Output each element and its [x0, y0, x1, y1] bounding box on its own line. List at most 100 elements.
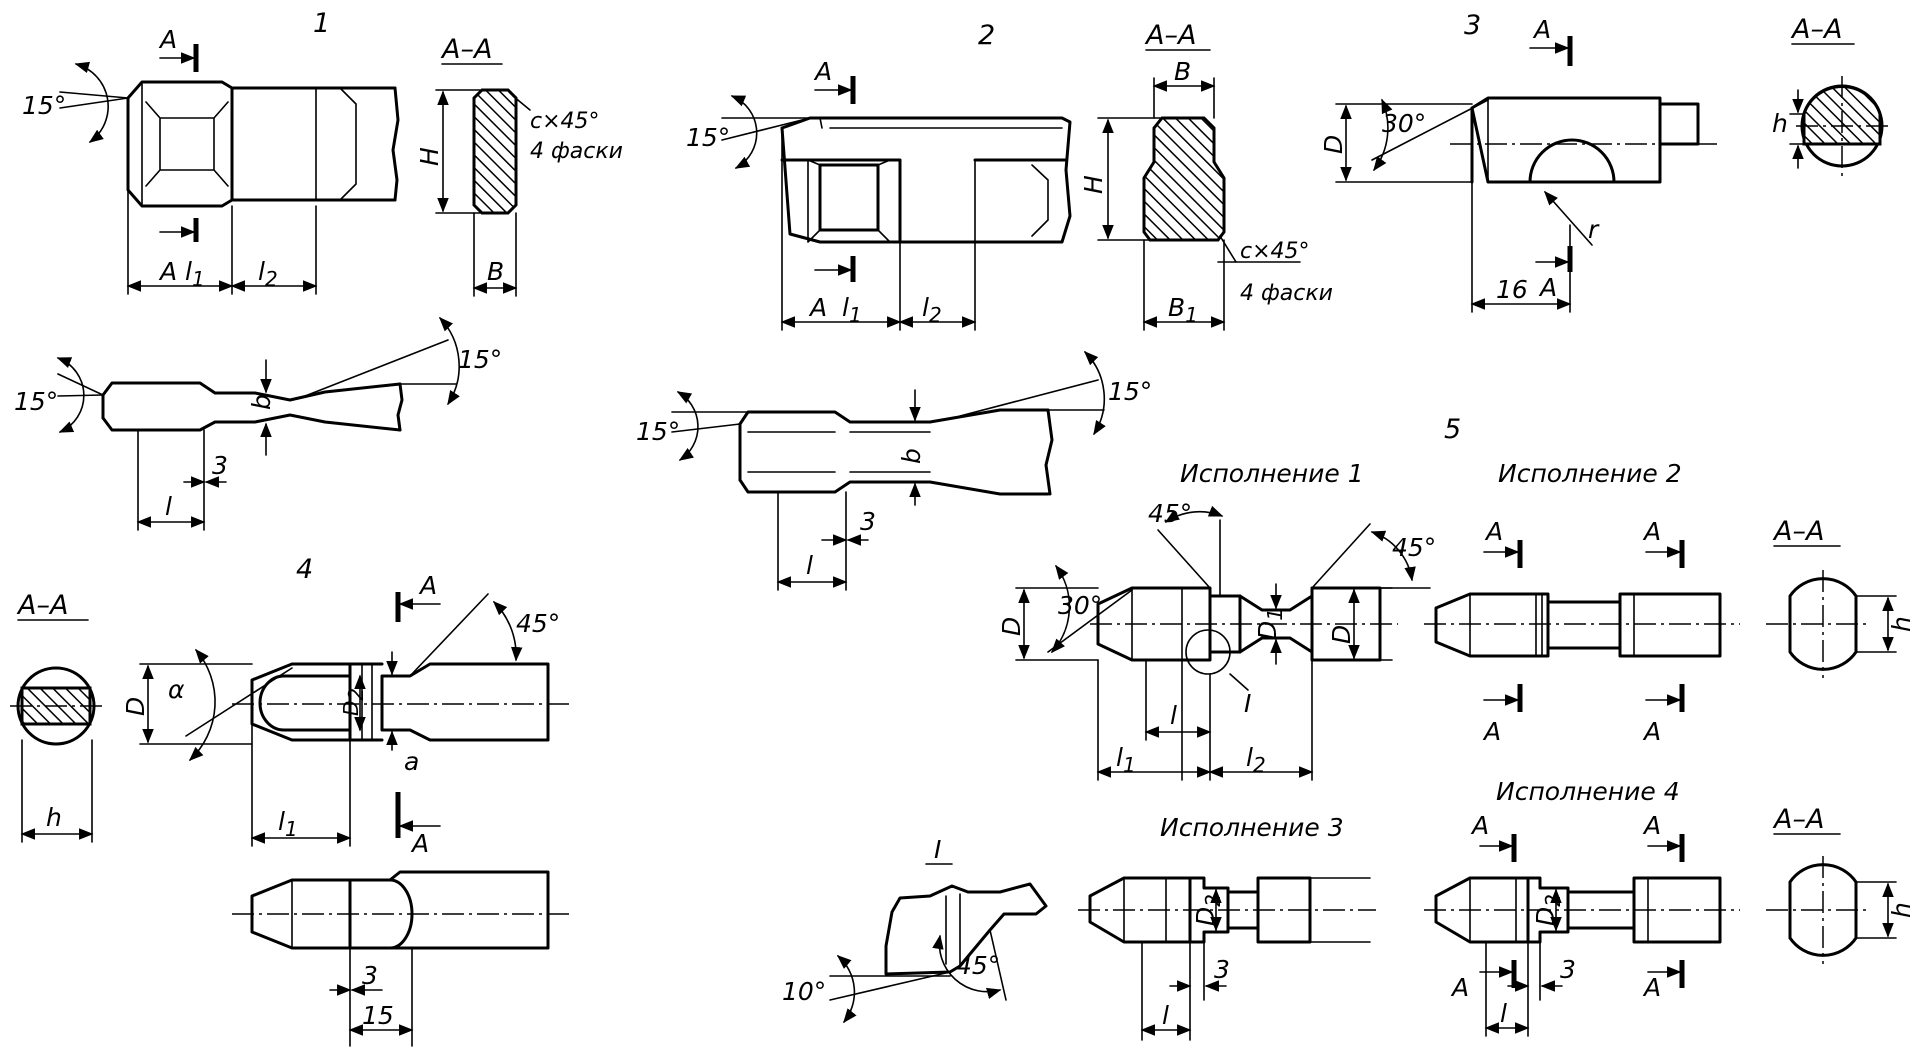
figure-3-cut-label-bottom: А	[1538, 273, 1557, 302]
figure-5-variant-1-dim-D: D	[997, 617, 1026, 636]
figure-5-section-upper-dim-h: h	[1887, 616, 1916, 632]
figure-2-chamfer-count: 4 фаски	[1240, 281, 1333, 306]
figure-5-variant-4-cut-label-1: А	[1470, 811, 1489, 840]
figure-4-side-view: 3 15	[232, 870, 570, 1047]
figure-1-cut-label-top: А	[158, 25, 177, 54]
figure-1-section: А–А H B с×45° 4 фаски	[415, 34, 623, 297]
figure-5-variant-2-cut-label-3: А	[1642, 517, 1661, 546]
figure-5-variant-4-cut-label-3: А	[1642, 811, 1661, 840]
figure-5-section-upper: А–А h	[1766, 516, 1916, 678]
figure-2: 2 l1 l2 А А 15°	[636, 20, 1333, 591]
figure-4-dim-l1: l1	[278, 807, 298, 841]
figure-3-dim-16: 16	[1496, 275, 1528, 304]
figure-5-variant-4-dim-3: 3	[1560, 955, 1576, 984]
figure-1-dim-b: b	[247, 394, 276, 410]
figure-5-variant-1-dim-D1: D1	[1253, 608, 1287, 640]
figure-5-variant-2-cut-label-1: А	[1484, 517, 1503, 546]
figure-5-variant-4-cut-label-4: А	[1642, 973, 1661, 1002]
figure-5-variant-4-title: Исполнение 4	[1496, 777, 1680, 806]
figure-4-cut-label-bottom: А	[410, 829, 429, 858]
figure-2-dim-B1: B1	[1168, 293, 1198, 327]
figure-5-section-upper-title: А–А	[1772, 516, 1824, 547]
figure-5-variant-4-cut-label-2: А	[1450, 973, 1469, 1002]
figure-2-dim-H: H	[1079, 175, 1108, 194]
figure-3-dim-r: r	[1588, 215, 1600, 244]
figure-4-dim-3: 3	[362, 961, 378, 990]
figure-5-detail-I-angle-a: 10°	[782, 977, 826, 1006]
figure-5-variant-1-dim-l1: l1	[1116, 743, 1136, 777]
figure-2-side-view: 3 l b 15° 15°	[636, 350, 1152, 591]
figure-2-top-view: l1 l2 А А 15°	[686, 57, 1072, 331]
figure-2-chamfer-note: с×45°	[1240, 239, 1310, 264]
figure-4-section: А–А h	[10, 590, 104, 843]
figure-3-dim-h: h	[1772, 109, 1788, 138]
figure-3-section: А–А h	[1772, 14, 1892, 180]
figure-1-angle-bottom-left: 15°	[14, 387, 58, 416]
figure-4-dim-D2: D2	[339, 688, 368, 716]
figure-2-cut-label-top: А	[813, 57, 832, 86]
figure-2-cut-label-bottom: А	[808, 293, 827, 322]
figure-4-cut-label-top: А	[418, 571, 437, 600]
figure-1-angle-bottom-right: 15°	[458, 345, 502, 374]
figure-4-number: 4	[296, 554, 313, 585]
figure-5-variant-1: Исполнение 1 D 30° 45° 45°	[997, 459, 1436, 781]
figure-1-chamfer-count: 4 фаски	[530, 139, 623, 164]
figure-1-dim-H: H	[415, 147, 444, 166]
figure-5-variant-3-dim-3: 3	[1214, 955, 1230, 984]
figure-5-detail-I-angle-b: 45°	[956, 951, 1000, 980]
figure-1-cut-label-bottom: А	[158, 257, 177, 286]
figure-5-variant-1-angle-left: 45°	[1148, 499, 1192, 528]
figure-5-variant-3-title: Исполнение 3	[1160, 813, 1344, 842]
figure-5-variant-3: Исполнение 3 D2 3 l	[1078, 813, 1376, 1041]
figure-1-side-view: 3 l b 15° 15°	[14, 316, 502, 531]
figure-3-dim-D: D	[1319, 135, 1348, 154]
figure-5-number: 5	[1444, 414, 1461, 445]
figure-4-angle-alpha: α	[168, 675, 185, 704]
figure-5-variant-4: Исполнение 4 D2 А А А А	[1424, 777, 1740, 1037]
figure-5-variant-1-title: Исполнение 1	[1180, 459, 1364, 488]
figure-1-chamfer-note: с×45°	[530, 109, 600, 134]
figure-3-angle-tip: 30°	[1382, 109, 1426, 138]
figure-5-detail-I: I 10° 45°	[782, 835, 1048, 1024]
figure-5-variant-2-title: Исполнение 2	[1498, 459, 1682, 488]
figure-1: 1 l1 l2 А А 15°	[14, 8, 623, 531]
figure-5-variant-2: Исполнение 2 А А А А	[1424, 459, 1740, 746]
figure-5-variant-1-detail-label: I	[1244, 689, 1251, 718]
figure-5-variant-4-dim-l: l	[1500, 999, 1507, 1028]
figure-2-dim-B: B	[1174, 57, 1191, 86]
figure-5-variant-3-dim-l: l	[1162, 1001, 1169, 1030]
figure-1-section-title: А–А	[440, 34, 492, 65]
figure-5-variant-1-angle-right: 45°	[1392, 533, 1436, 562]
figure-5-variant-3-dim-D2: D2	[1191, 894, 1225, 926]
figure-5-variant-1-angle-tip: 30°	[1058, 591, 1102, 620]
figure-4-angle-top: 45°	[516, 609, 560, 638]
figure-3-number: 3	[1464, 10, 1481, 41]
figure-1-top-view: l1 l2 А А 15°	[22, 25, 400, 295]
figure-1-dim-B: B	[487, 257, 504, 286]
figure-5-variant-1-dim-D: D	[1327, 625, 1356, 644]
figure-5-section-lower: А–А h	[1766, 804, 1916, 964]
figure-2-dim-l: l	[806, 551, 813, 580]
figure-5-section-lower-title: А–А	[1772, 804, 1824, 835]
figure-5-section-lower-dim-h: h	[1887, 902, 1916, 918]
figure-5-variant-1-dim-l: l	[1170, 701, 1177, 730]
figure-2-angle-bottom-left: 15°	[636, 417, 680, 446]
figure-5-variant-2-cut-label-2: А	[1482, 717, 1501, 746]
figure-2-angle-top: 15°	[686, 123, 730, 152]
figure-2-number: 2	[978, 20, 995, 51]
figure-2-angle-bottom-right: 15°	[1108, 377, 1152, 406]
figure-3: 3 D 30° r 16 А А	[1319, 10, 1892, 313]
figure-4-section-title: А–А	[16, 590, 68, 621]
figure-5-variant-1-dim-l2: l2	[1246, 743, 1266, 777]
figure-1-dim-l2: l2	[258, 257, 278, 291]
figure-2-dim-3: 3	[860, 507, 876, 536]
figure-1-dim-l1: l1	[185, 257, 205, 291]
figure-1-dim-l: l	[165, 492, 172, 521]
figure-2-section-title: А–А	[1144, 20, 1196, 51]
figure-4-dim-h: h	[46, 803, 62, 832]
figure-2-dim-l1: l1	[842, 293, 862, 327]
figure-5-variant-4-dim-D2: D2	[1531, 894, 1565, 926]
figure-5-variant-2-cut-label-4: А	[1642, 717, 1661, 746]
figure-1-number: 1	[313, 8, 330, 39]
